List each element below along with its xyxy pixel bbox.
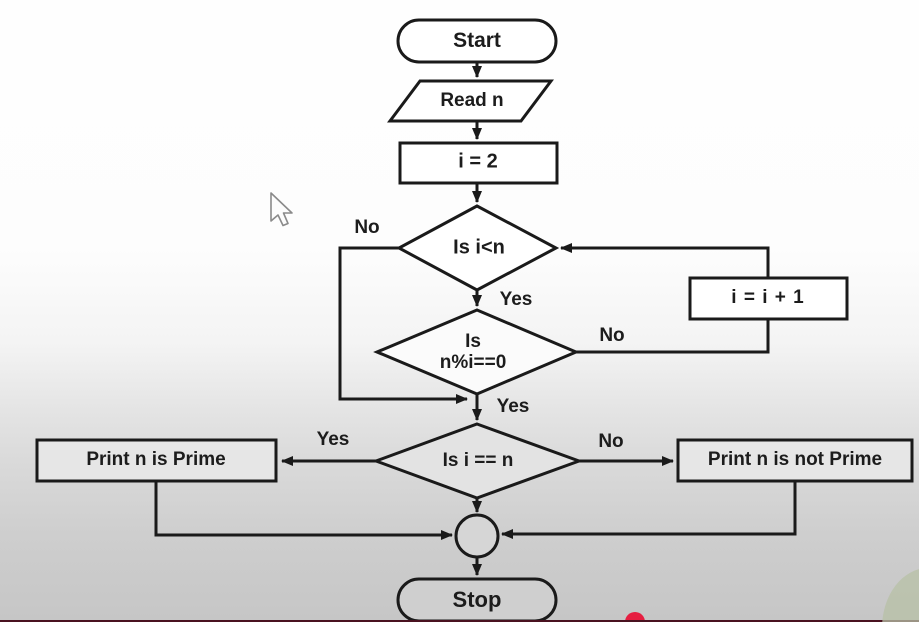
- corner-leaf-decoration: [882, 569, 919, 622]
- red-dot: [625, 612, 645, 622]
- print-prime-process-shape: [35, 438, 278, 483]
- edge-notprime-to-connector: [501, 481, 797, 539]
- loopcheck-decision-shape: [395, 204, 560, 292]
- stop-terminator-shape: [396, 577, 558, 622]
- increment-process-shape: [688, 276, 849, 321]
- init-process-shape: [398, 141, 559, 185]
- modcheck-decision-shape: [373, 308, 580, 396]
- mouse-cursor-icon: [270, 192, 293, 227]
- edge-loopcheck-no: [338, 246, 468, 404]
- start-terminator-shape: [396, 18, 558, 64]
- read-n-parallelogram-shape: [387, 79, 554, 123]
- print-not-prime-process-shape: [676, 438, 914, 483]
- edge-prime-to-connector: [154, 481, 453, 540]
- bottom-bar: [0, 620, 919, 622]
- equalcheck-decision-shape: [371, 422, 584, 500]
- connector-circle: [454, 513, 500, 559]
